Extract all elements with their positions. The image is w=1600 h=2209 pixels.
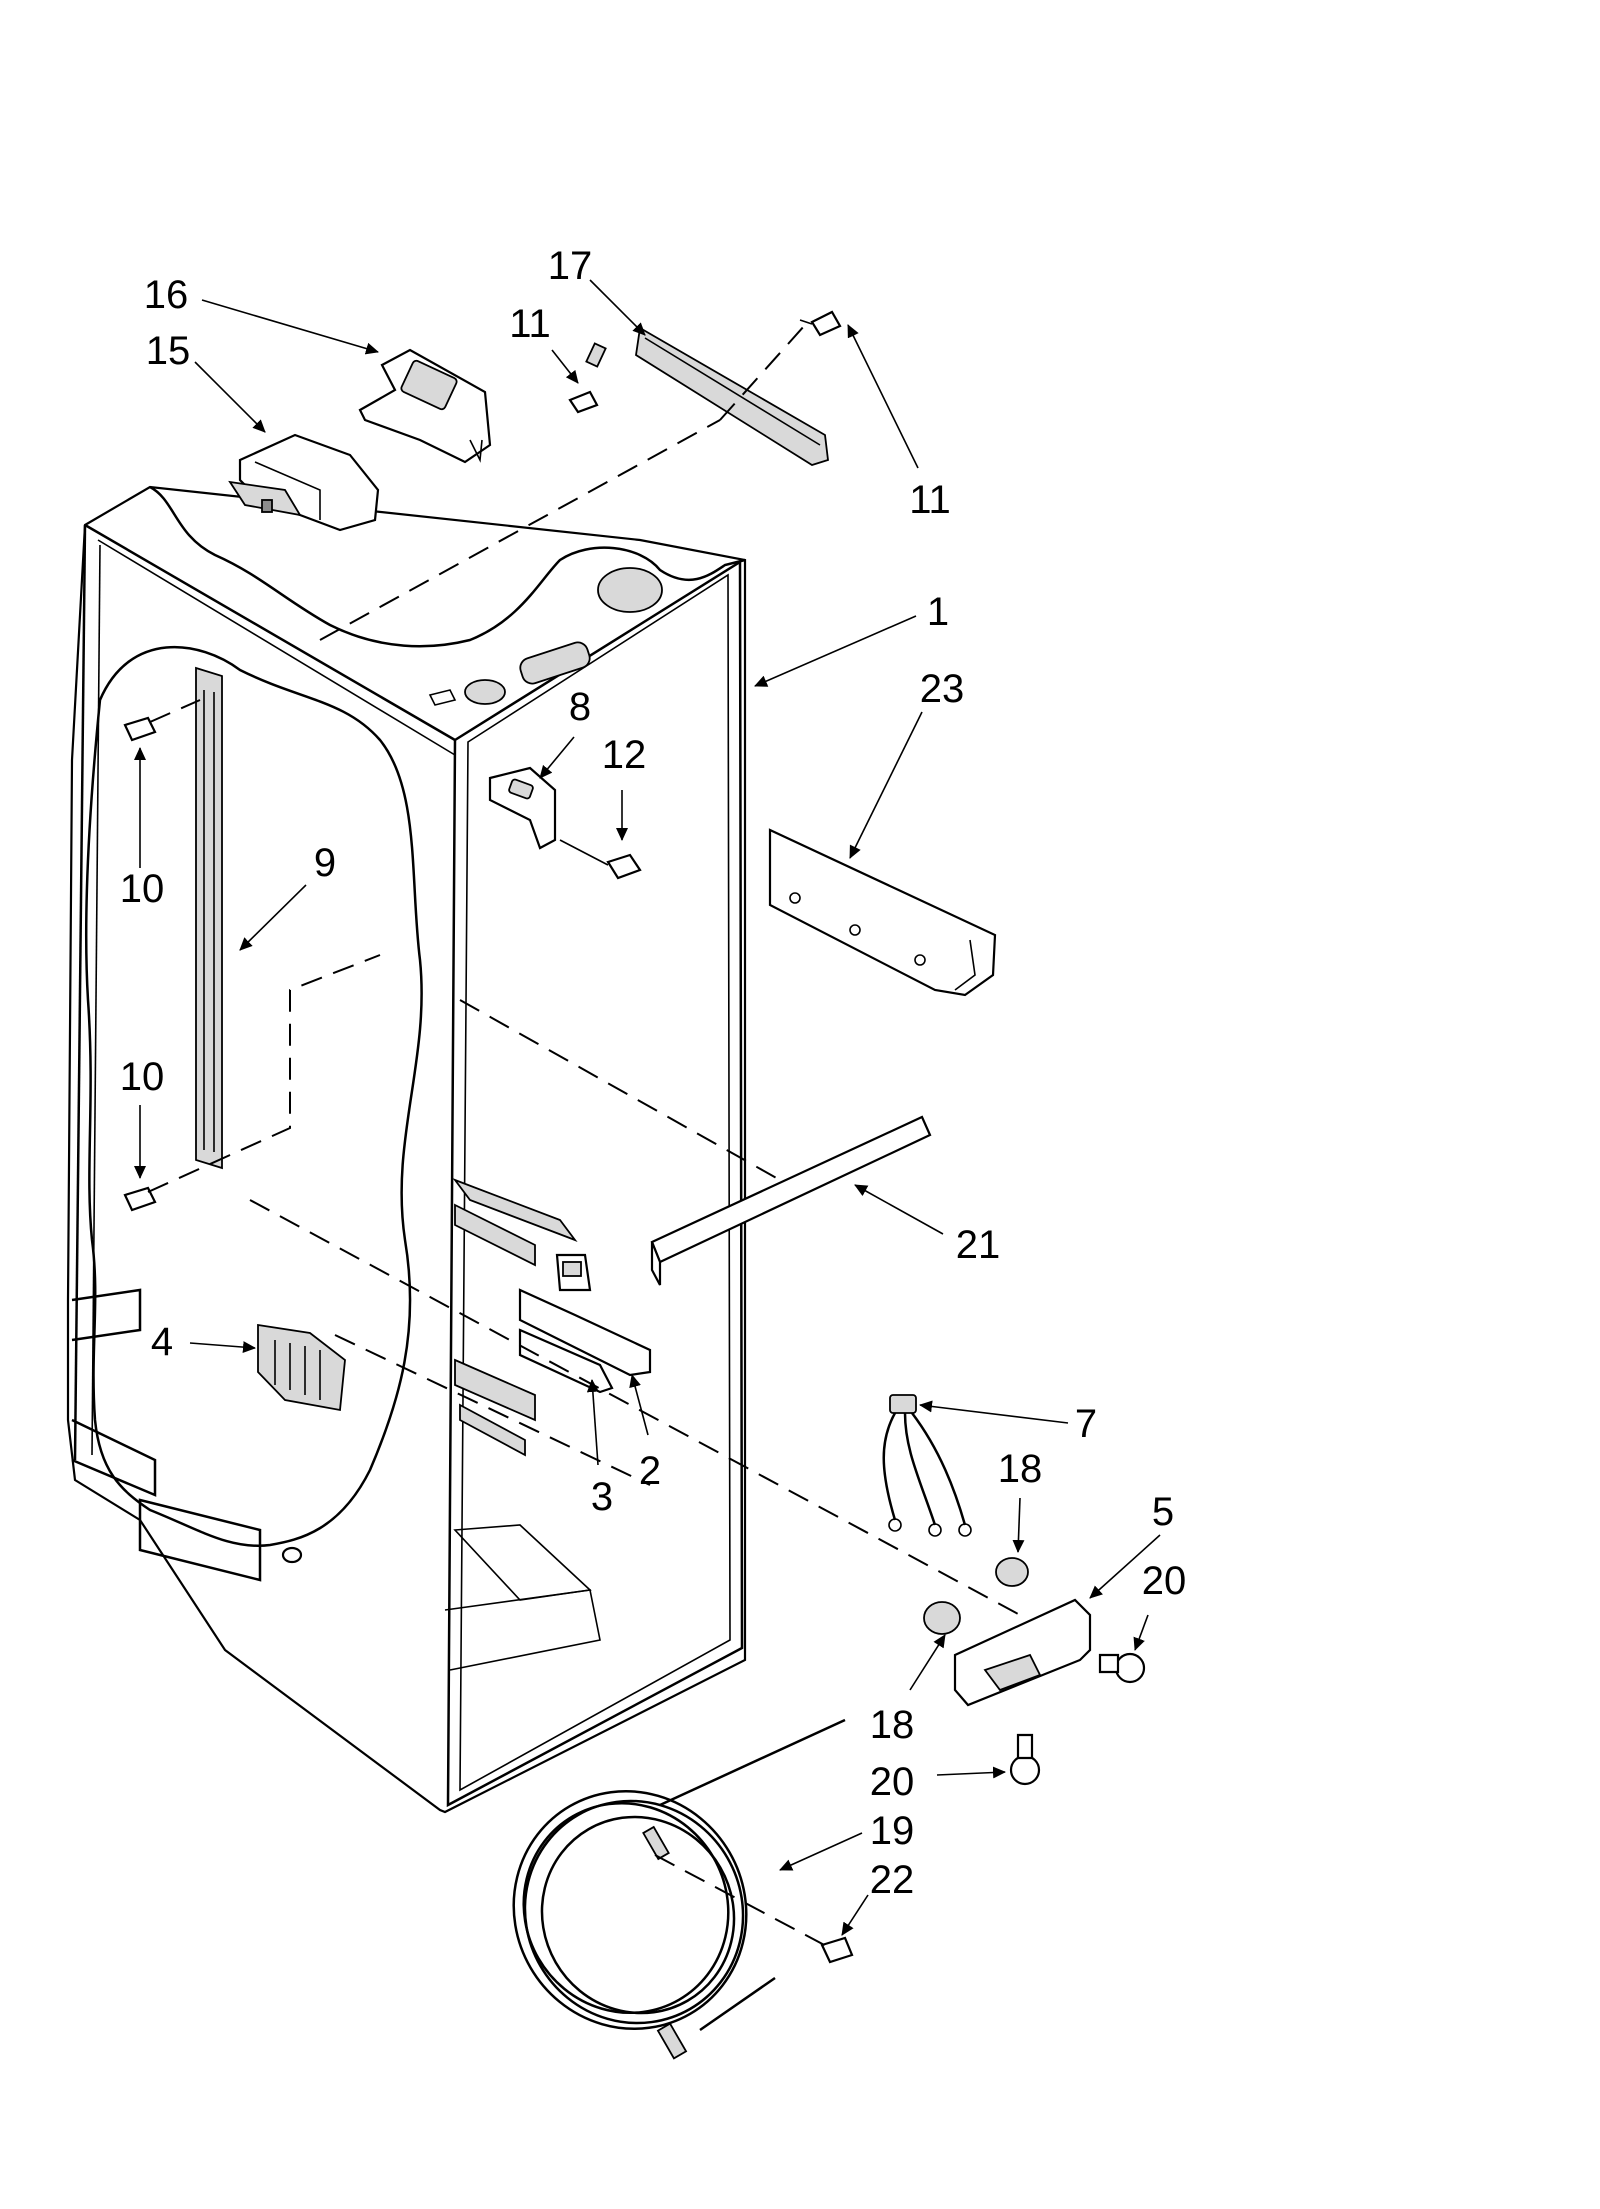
callout-11-left: 11 (509, 302, 551, 346)
part-23-channel (768, 828, 997, 997)
part-16-housing (358, 348, 492, 464)
callout-10-top: 10 (120, 867, 165, 911)
part-18-knob-lower (923, 1601, 961, 1635)
callout-22: 22 (870, 1858, 915, 1902)
part-20-pin-lower (1009, 1733, 1041, 1786)
part-19-tube-coil (512, 1718, 846, 2060)
part-17-strip (635, 326, 829, 466)
callout-10-bottom: 10 (120, 1055, 165, 1099)
callout-7: 7 (1075, 1402, 1097, 1446)
callout-17: 17 (548, 244, 593, 288)
cabinet-liner (66, 485, 747, 1814)
callout-labels: 16 15 17 11 11 1 23 8 12 10 9 10 21 4 7 … (120, 244, 1187, 1902)
part-7-harness (882, 1394, 972, 1537)
part-18-knob-upper (995, 1557, 1029, 1587)
callout-18-lower: 18 (870, 1703, 915, 1747)
callout-19: 19 (870, 1809, 915, 1853)
callout-20-right: 20 (1142, 1559, 1187, 1603)
screw-10-bottom (123, 1186, 157, 1212)
callout-2: 2 (639, 1449, 661, 1493)
part-15-control (228, 433, 380, 532)
screw-11-left (568, 342, 607, 414)
part-4-grille (257, 1323, 346, 1412)
screw-11-right (799, 310, 842, 337)
screw-10-top (123, 716, 157, 742)
callout-20-lower: 20 (870, 1760, 915, 1804)
callout-4: 4 (151, 1320, 173, 1364)
callout-23: 23 (920, 667, 965, 711)
callout-16: 16 (144, 273, 189, 317)
callout-9: 9 (314, 841, 336, 885)
part-8-bracket (488, 766, 557, 850)
screw-12 (559, 839, 642, 880)
callout-leaders (134, 279, 1161, 1936)
callout-8: 8 (569, 685, 591, 729)
part-2-3-upper (555, 1253, 592, 1292)
callout-21: 21 (956, 1223, 1001, 1267)
part-21-bar (650, 1115, 932, 1286)
part-3-bracket (518, 1328, 614, 1394)
part-2-bracket (518, 1288, 652, 1377)
part-5-housing (953, 1598, 1092, 1707)
callout-5: 5 (1152, 1490, 1174, 1534)
assembly-dashed-lines (147, 324, 1021, 1949)
callout-1: 1 (927, 590, 949, 634)
part-20-pin-right (1098, 1652, 1146, 1684)
callout-12: 12 (602, 733, 647, 777)
callout-18-upper: 18 (998, 1447, 1043, 1491)
callout-11-right: 11 (909, 478, 951, 522)
callout-15: 15 (146, 329, 191, 373)
screw-22 (820, 1936, 854, 1964)
callout-3: 3 (591, 1475, 613, 1519)
